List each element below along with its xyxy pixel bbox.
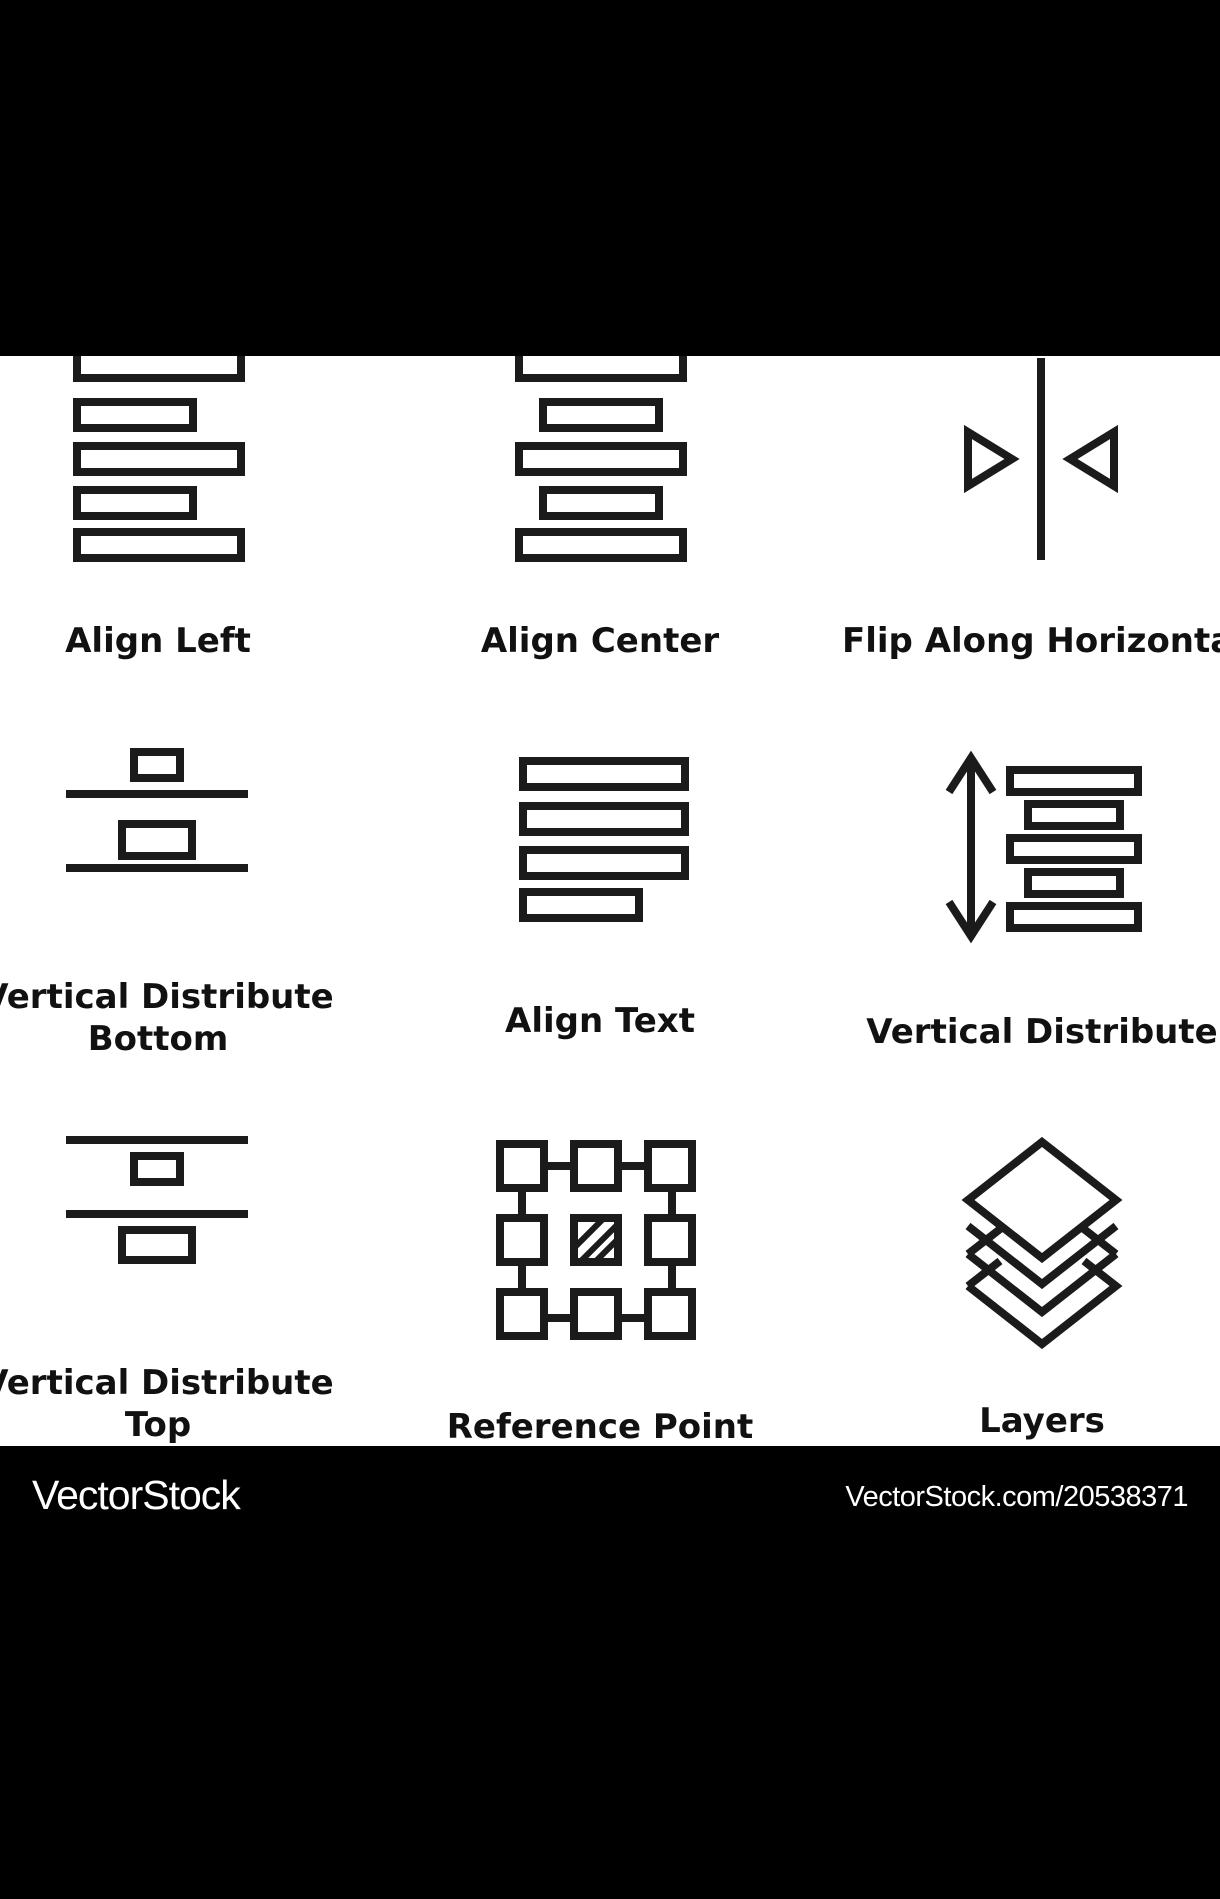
label-line: Align Text: [505, 1001, 695, 1041]
label-vertical-distribute: Vertical Distribute: [842, 1011, 1220, 1053]
align-left-icon: [73, 356, 245, 562]
vertical-distribute-bottom-icon: [66, 748, 248, 872]
label-line: Flip Along Horizontal: [842, 621, 1220, 661]
label-line: Align Left: [65, 621, 251, 661]
label-layers: Layers: [842, 1400, 1220, 1442]
label-line: Vertical Distribute: [866, 1012, 1218, 1052]
label-line: Vertical Distribute: [0, 977, 334, 1017]
label-flip-along-horizontal: Flip Along Horizontal: [842, 620, 1220, 662]
label-line: Layers: [979, 1401, 1105, 1441]
layers-icon: [961, 1136, 1123, 1350]
watermark-brand: VectorStock: [32, 1472, 241, 1518]
label-align-text: Align Text: [400, 1000, 800, 1042]
label-line: Bottom: [87, 1019, 229, 1059]
icon-sheet: Align Left Align Center Flip Along Horiz…: [0, 356, 1220, 1446]
align-text-icon: [519, 757, 689, 922]
watermark-url: VectorStock.com/20538371: [845, 1481, 1188, 1513]
label-vertical-distribute-top: Vertical Distribute Top: [0, 1362, 358, 1446]
align-center-icon: [515, 356, 687, 562]
flip-horizontal-icon: [964, 358, 1118, 560]
label-reference-point: Reference Point: [400, 1406, 800, 1446]
vertical-distribute-icon: [945, 750, 1142, 944]
reference-point-icon: [496, 1140, 696, 1340]
vertical-distribute-top-icon: [66, 1136, 248, 1264]
label-align-left: Align Left: [0, 620, 358, 662]
label-line: Reference Point: [446, 1407, 754, 1446]
label-vertical-distribute-bottom: Vertical Distribute Bottom: [0, 976, 358, 1060]
label-align-center: Align Center: [400, 620, 800, 662]
label-line: Top: [124, 1405, 192, 1445]
label-line: Vertical Distribute: [0, 1363, 334, 1403]
label-line: Align Center: [480, 621, 720, 661]
